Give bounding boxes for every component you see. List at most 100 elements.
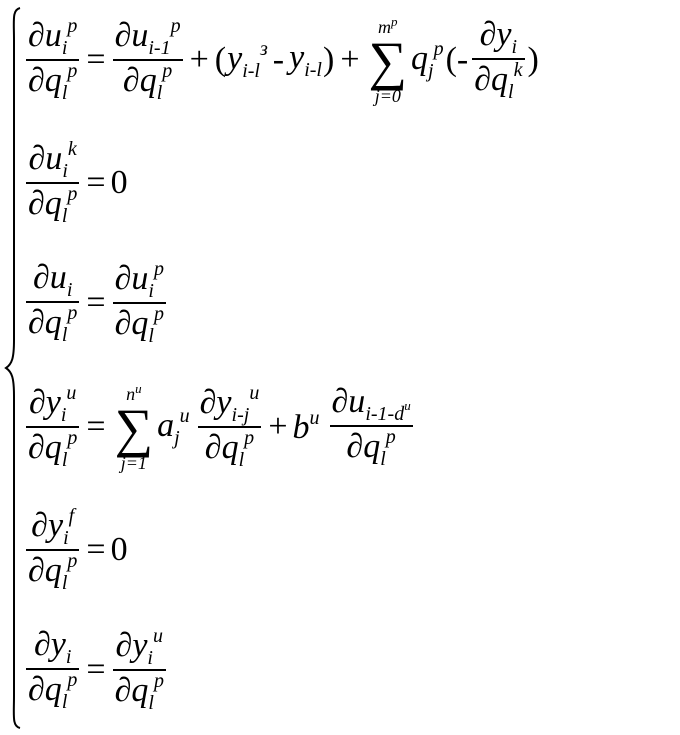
eq4-term2-num-sub: i-1-d [365, 403, 405, 425]
fraction-bar [112, 669, 166, 671]
equals-sign: = [86, 651, 106, 688]
eq5-lhs-den: ∂q [28, 552, 62, 589]
eq4-term1-num-sup: u [249, 382, 260, 404]
eq4-term2-num-sub-sup: u [404, 398, 411, 413]
eq1-term2-fraction: ∂yi ∂qlk [472, 17, 525, 103]
eq1-term1-num: ∂u [114, 17, 149, 54]
eq4-lhs-num-sub: i [60, 404, 67, 426]
eq5-lhs-fraction: ∂yif ∂qlp [26, 505, 80, 594]
eq1-lhs-den: ∂q [28, 62, 62, 99]
equals-sign: = [86, 284, 106, 321]
eq6-term1-num-sup: u [152, 625, 163, 647]
eq6-lhs-den-sup: p [67, 669, 78, 691]
fraction-bar [197, 426, 262, 428]
eq2-lhs-num: ∂u [28, 140, 63, 177]
eq1-q-base: q [411, 39, 429, 77]
eq6-term1-num: ∂y [115, 627, 148, 664]
summation-icon: ∑ [114, 397, 154, 458]
eq4-b-sup: u [309, 407, 320, 429]
eq6-lhs-fraction: ∂yi ∂qlp [26, 626, 80, 713]
eq4-a-sup: u [179, 404, 190, 427]
eq4-lhs-den-sup: p [67, 427, 78, 449]
eq1-lhs-den-sub: l [61, 82, 68, 104]
eq1-term2-den-sub: l [508, 81, 514, 103]
eq1-term1-fraction: ∂ui-1p ∂qlp [112, 15, 183, 104]
summation-icon: ∑ [368, 30, 408, 91]
plus-sign: + [189, 41, 209, 78]
eq6-term1-num-sub: i [147, 647, 153, 669]
eq2-lhs-num-sub: i [62, 160, 68, 182]
eq3-lhs-den-sup: p [67, 302, 78, 324]
eq1-term2-den: ∂q [474, 61, 509, 98]
eq4-lhs-num: ∂y [28, 384, 61, 421]
plus-sign: + [268, 408, 288, 445]
eq3-lhs-den: ∂q [28, 304, 62, 341]
eq1-q-sup: p [433, 37, 444, 60]
eq1-lhs-num-sup: p [67, 15, 78, 37]
eq5-lhs-num: ∂y [31, 507, 64, 544]
eq1-term1-den: ∂q [122, 62, 157, 99]
eq5-lhs-num-sub: i [63, 527, 69, 549]
minus-sign: - [272, 41, 285, 78]
eq3-term1-den-sub: l [148, 325, 154, 347]
equation-2: ∂uik ∂qlp = 0 [24, 133, 128, 233]
fraction-bar [472, 58, 525, 60]
left-brace [4, 7, 21, 729]
eq4-b-base: b [292, 409, 310, 446]
eq4-term2-num: ∂u [331, 383, 366, 420]
eq6-term1-den: ∂q [114, 672, 149, 709]
eq2-lhs-den-sub: l [61, 205, 68, 227]
eq1-y1: yi-lз [227, 38, 268, 83]
eq3-lhs-den-sub: l [61, 324, 68, 346]
eq1-y2-base: y [289, 38, 305, 76]
fraction-bar [26, 182, 80, 184]
eq4-term1-den-sub: l [238, 449, 245, 471]
paren-close: ) [323, 41, 335, 78]
eq2-lhs-fraction: ∂uik ∂qlp [26, 138, 80, 227]
eq4-a-base: a [157, 406, 175, 444]
equation-3: ∂ui ∂qlp = ∂uip ∂qlp [24, 253, 168, 353]
eq2-lhs-den: ∂q [28, 185, 62, 222]
eq4-b: bu [293, 407, 320, 447]
eq4-lhs-den-sub: l [61, 449, 68, 471]
equals-sign: = [86, 531, 106, 568]
eq4-term1-num-sub: i-j [231, 404, 250, 426]
sum-upper: m [378, 16, 392, 37]
eq3-lhs-num: ∂u [33, 259, 67, 296]
sum-upper: n [126, 383, 136, 404]
equation-1: ∂uip ∂qlp = ∂ui-1p ∂qlp + ( yi-lз - yi-l… [24, 10, 540, 110]
eq6-lhs-num: ∂y [33, 626, 66, 663]
eq5-lhs-num-sup: f [68, 505, 75, 527]
eq4-lhs-num-sup: u [66, 382, 77, 404]
eq1-lhs-num: ∂u [28, 17, 62, 54]
eq4-term1-fraction: ∂yi-ju ∂qlp [197, 382, 262, 471]
sum-upper-sup: u [135, 380, 142, 396]
equation-4: ∂yiu ∂qlp = nu ∑ j=1 aju ∂yi-ju ∂qlp + b… [24, 377, 415, 477]
eq4-lhs-fraction: ∂yiu ∂qlp [26, 382, 80, 471]
eq2-lhs-num-sup: k [67, 138, 77, 160]
eq6-lhs-den: ∂q [28, 671, 62, 708]
eq3-term1-num-sub: i [148, 280, 154, 302]
paren-close: ) [527, 41, 539, 78]
sum-lower: j=0 [374, 86, 401, 107]
eq4-term2-fraction: ∂ui-1-du ∂qlp [329, 383, 413, 470]
eq6-term1-fraction: ∂yiu ∂qlp [112, 625, 166, 714]
eq1-y1-sub: i-l [242, 59, 260, 82]
eq1-lhs-num-sub: i [61, 37, 68, 59]
fraction-bar [26, 549, 80, 551]
equals-sign: = [86, 164, 106, 201]
equation-6: ∂yi ∂qlp = ∂yiu ∂qlp [24, 620, 168, 720]
eq1-term1-num-sup: p [170, 15, 181, 37]
eq4-term1-den-sup: p [244, 427, 255, 449]
eq1-q-sub: j [428, 59, 434, 82]
eq1-term2-num-sub: i [511, 36, 518, 58]
fraction-bar [26, 426, 80, 428]
eq3-lhs-num-sub: i [66, 279, 73, 301]
eq1-summation: mp ∑ j=0 [369, 15, 408, 105]
eq3-term1-den-sup: p [153, 303, 164, 325]
eq5-lhs-den-sub: l [61, 572, 68, 594]
eq4-a-sub: j [174, 426, 180, 449]
eq1-term1-den-sub: l [156, 82, 163, 104]
eq1-lhs-fraction: ∂uip ∂qlp [26, 15, 80, 104]
